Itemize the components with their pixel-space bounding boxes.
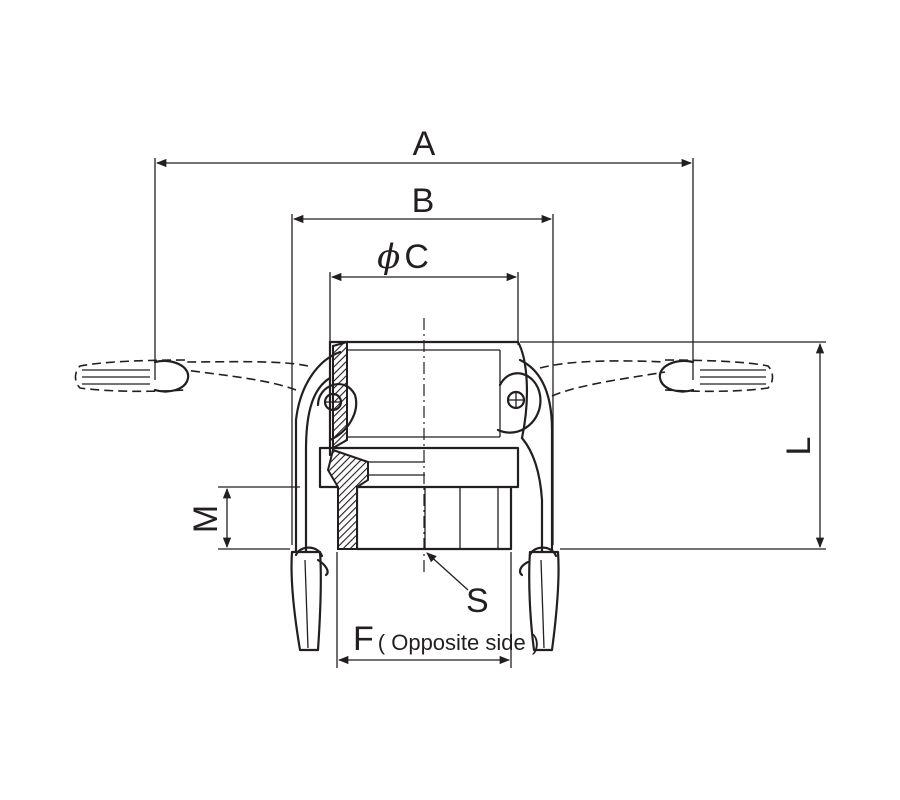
dimension-a-label: A bbox=[413, 125, 436, 163]
dimension-c-letter: C bbox=[404, 238, 429, 276]
dimension-s-label: S bbox=[466, 582, 489, 620]
right-cam-arm bbox=[496, 358, 560, 652]
dimension-m-label: M bbox=[187, 505, 225, 533]
phi-symbol: ϕ bbox=[377, 237, 400, 277]
left-cam-arm bbox=[290, 350, 358, 652]
coupling-body bbox=[318, 340, 529, 551]
dimension-b: B bbox=[291, 182, 554, 545]
dimension-l-label: L bbox=[780, 437, 818, 456]
dimension-f: F( Opposite side ) bbox=[336, 552, 539, 668]
dimension-f-note: ( Opposite side ) bbox=[378, 630, 539, 655]
dimension-a: A bbox=[154, 125, 694, 380]
dimension-m: M bbox=[187, 486, 300, 550]
right-lever-open bbox=[539, 359, 774, 397]
dimension-b-label: B bbox=[412, 182, 435, 220]
dimension-f-letter: F bbox=[353, 620, 374, 658]
dimension-l: L bbox=[520, 341, 826, 550]
left-lever-open bbox=[74, 359, 309, 393]
dimension-s: S bbox=[426, 552, 489, 620]
dimension-f-label: F( Opposite side ) bbox=[353, 620, 539, 658]
